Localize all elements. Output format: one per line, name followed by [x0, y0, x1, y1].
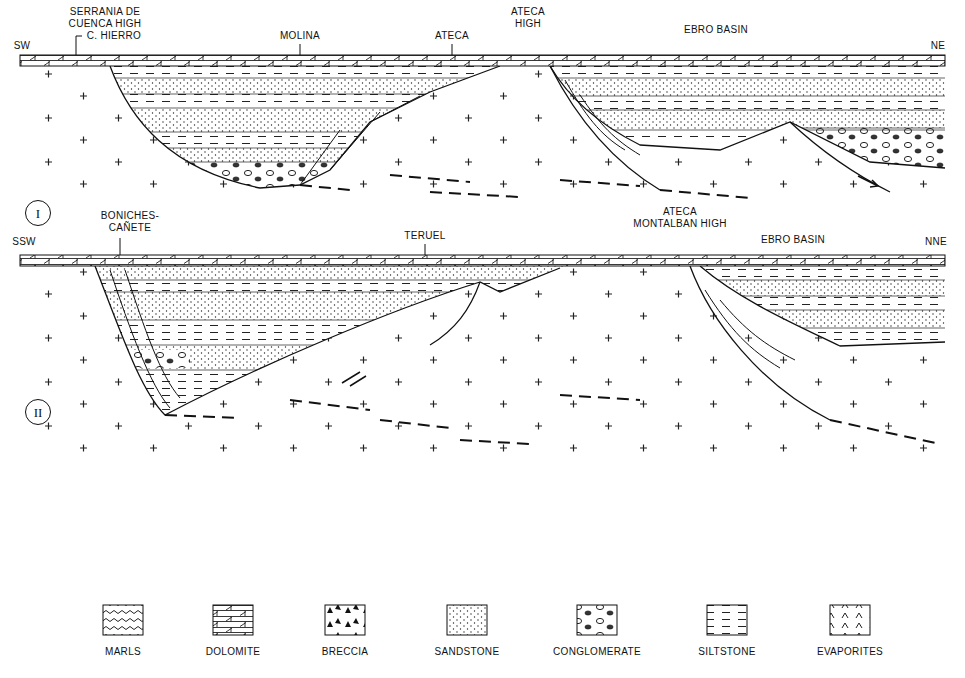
section-number-circle: II: [25, 399, 51, 425]
legend-label: SILTSTONE: [698, 646, 755, 658]
place-label: BONICHES- CAÑETE: [95, 210, 165, 234]
section-detail: [110, 350, 190, 368]
legend-swatch: [577, 605, 617, 635]
section-detail: [110, 350, 190, 368]
place-label: ATECA: [435, 30, 469, 42]
section-detail: [690, 264, 950, 354]
section-one: [20, 36, 950, 200]
legend-label: SANDSTONE: [435, 646, 500, 658]
teruel-basin-fill: [90, 264, 570, 424]
section-detail: [100, 132, 520, 148]
tilted-block: [110, 270, 180, 408]
place-label: NE: [931, 40, 946, 52]
section-detail: [90, 280, 570, 292]
section-detail: [690, 266, 950, 280]
section-number-circle: I: [25, 200, 51, 226]
slip-arrow: [342, 372, 366, 386]
legend-label: CONGLOMERATE: [553, 646, 641, 658]
detachment: [165, 395, 940, 444]
section-detail: [690, 328, 950, 348]
section-detail: [540, 96, 950, 110]
section-detail: [780, 128, 950, 168]
place-label: C. HIERRO: [87, 30, 141, 42]
section-detail: [540, 110, 950, 130]
section-detail: [540, 66, 950, 78]
section-detail: [100, 108, 520, 132]
section-detail: [20, 55, 945, 66]
section-detail: [90, 320, 570, 345]
section-detail: [90, 292, 570, 320]
section-number: II: [34, 406, 43, 419]
place-label: MOLINA: [280, 30, 320, 42]
section-detail: [100, 66, 520, 78]
section-detail: [90, 264, 570, 424]
section-detail: [100, 162, 520, 192]
place-label: SSW: [12, 236, 36, 248]
listric-fault: [430, 282, 480, 345]
legend-swatch: [830, 605, 870, 635]
section-detail: [540, 64, 950, 174]
section-detail: [90, 266, 570, 280]
place-label: SW: [14, 40, 31, 52]
legend-swatch: [325, 605, 365, 635]
place-label: NNE: [925, 236, 947, 248]
molina-basin-fill: [100, 64, 520, 194]
place-label: ATECA HIGH: [503, 6, 553, 30]
basin-margin: [95, 266, 560, 415]
basin-margin: [700, 266, 945, 346]
legend-label: EVAPORITES: [817, 646, 883, 658]
section-detail: [690, 310, 950, 328]
place-label: SERRANIA DE CUENCA HIGH: [55, 6, 155, 30]
place-label: ATECA MONTALBAN HIGH: [630, 206, 730, 230]
legend-swatch: [707, 605, 747, 635]
dolomite-cap: [20, 55, 945, 66]
tilted-block: [300, 96, 420, 185]
ebro-basin-fill: [540, 64, 950, 174]
section-detail: [90, 345, 570, 370]
listric-fault: [550, 66, 660, 190]
legend-swatch: [447, 605, 487, 635]
section-two: [20, 238, 950, 456]
tilted-block: [705, 290, 795, 368]
detachment: [300, 175, 750, 198]
basin-margin: [550, 66, 945, 168]
tilted-block: [565, 80, 640, 155]
section-detail: [100, 78, 520, 162]
section-detail: [780, 128, 950, 168]
legend-swatch: [103, 605, 143, 635]
legend-label: MARLS: [105, 646, 141, 658]
section-number: I: [36, 207, 40, 220]
place-label: EBRO BASIN: [761, 234, 825, 246]
section-detail: [90, 280, 570, 370]
section-detail: [100, 94, 520, 108]
slip-arrow: [858, 176, 878, 187]
ebro-basin-fill: [690, 264, 950, 354]
legend-swatches: [103, 605, 870, 635]
section-detail: [100, 148, 520, 162]
legend-label: DOLOMITE: [206, 646, 261, 658]
place-label: EBRO BASIN: [684, 24, 748, 36]
section-detail: [20, 255, 945, 266]
locator-tick: [120, 238, 425, 255]
legend-label: BRECCIA: [322, 646, 369, 658]
section-detail: [100, 78, 520, 94]
place-label: TERUEL: [404, 230, 445, 242]
section-detail: [100, 64, 520, 194]
section-detail: [540, 78, 950, 96]
listric-fault: [790, 122, 890, 192]
legend-swatch: [213, 605, 253, 635]
section-detail: [690, 296, 950, 310]
dolomite-cap: [20, 255, 945, 266]
listric-fault: [690, 266, 830, 420]
basin-margin: [110, 66, 500, 188]
